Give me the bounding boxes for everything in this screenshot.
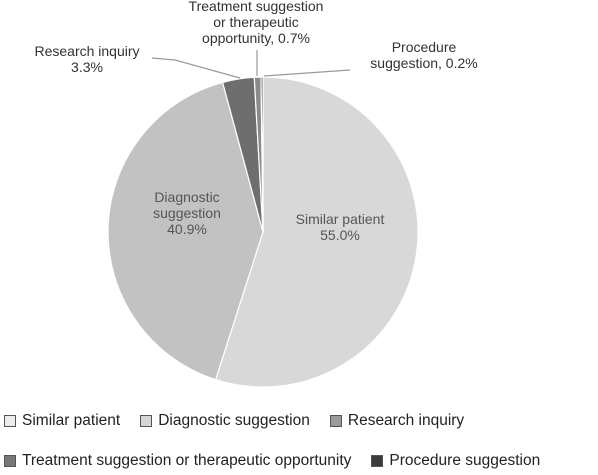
legend-item-treatment-suggestion-or-therapeutic-opportunity: Treatment suggestion or therapeutic oppo… — [4, 452, 351, 470]
legend-row: Similar patient Diagnostic suggestion Rese… — [4, 412, 484, 430]
legend-item-similar-patient: Similar patient — [4, 412, 120, 430]
legend-swatch — [371, 455, 384, 467]
legend-label: Research inquiry — [347, 412, 465, 429]
legend-swatch — [140, 415, 153, 427]
legend-item-diagnostic-suggestion: Diagnostic suggestion — [140, 412, 310, 430]
legend-swatch — [329, 415, 342, 427]
legend-label: Diagnostic suggestion — [158, 412, 310, 429]
legend-label: Treatment suggestion or therapeutic oppo… — [22, 452, 352, 469]
leader-line-research-inquiry — [151, 57, 241, 79]
legend-row: Treatment suggestion or therapeutic oppo… — [4, 452, 560, 470]
legend-item-procedure-suggestion: Procedure suggestion — [371, 452, 540, 470]
pie-slice-diagnostic-suggestion — [107, 81, 264, 381]
leader-line-procedure-suggestion — [263, 69, 351, 77]
pie-slice-similar-patient — [214, 76, 419, 388]
legend-swatch — [4, 415, 16, 427]
legend-label: Similar patient — [22, 412, 121, 429]
legend-label: Procedure suggestion — [389, 452, 541, 469]
legend-swatch — [4, 455, 16, 467]
pie-slice-procedure-suggestion — [260, 76, 264, 233]
legend-item-research-inquiry: Research inquiry — [329, 412, 465, 430]
